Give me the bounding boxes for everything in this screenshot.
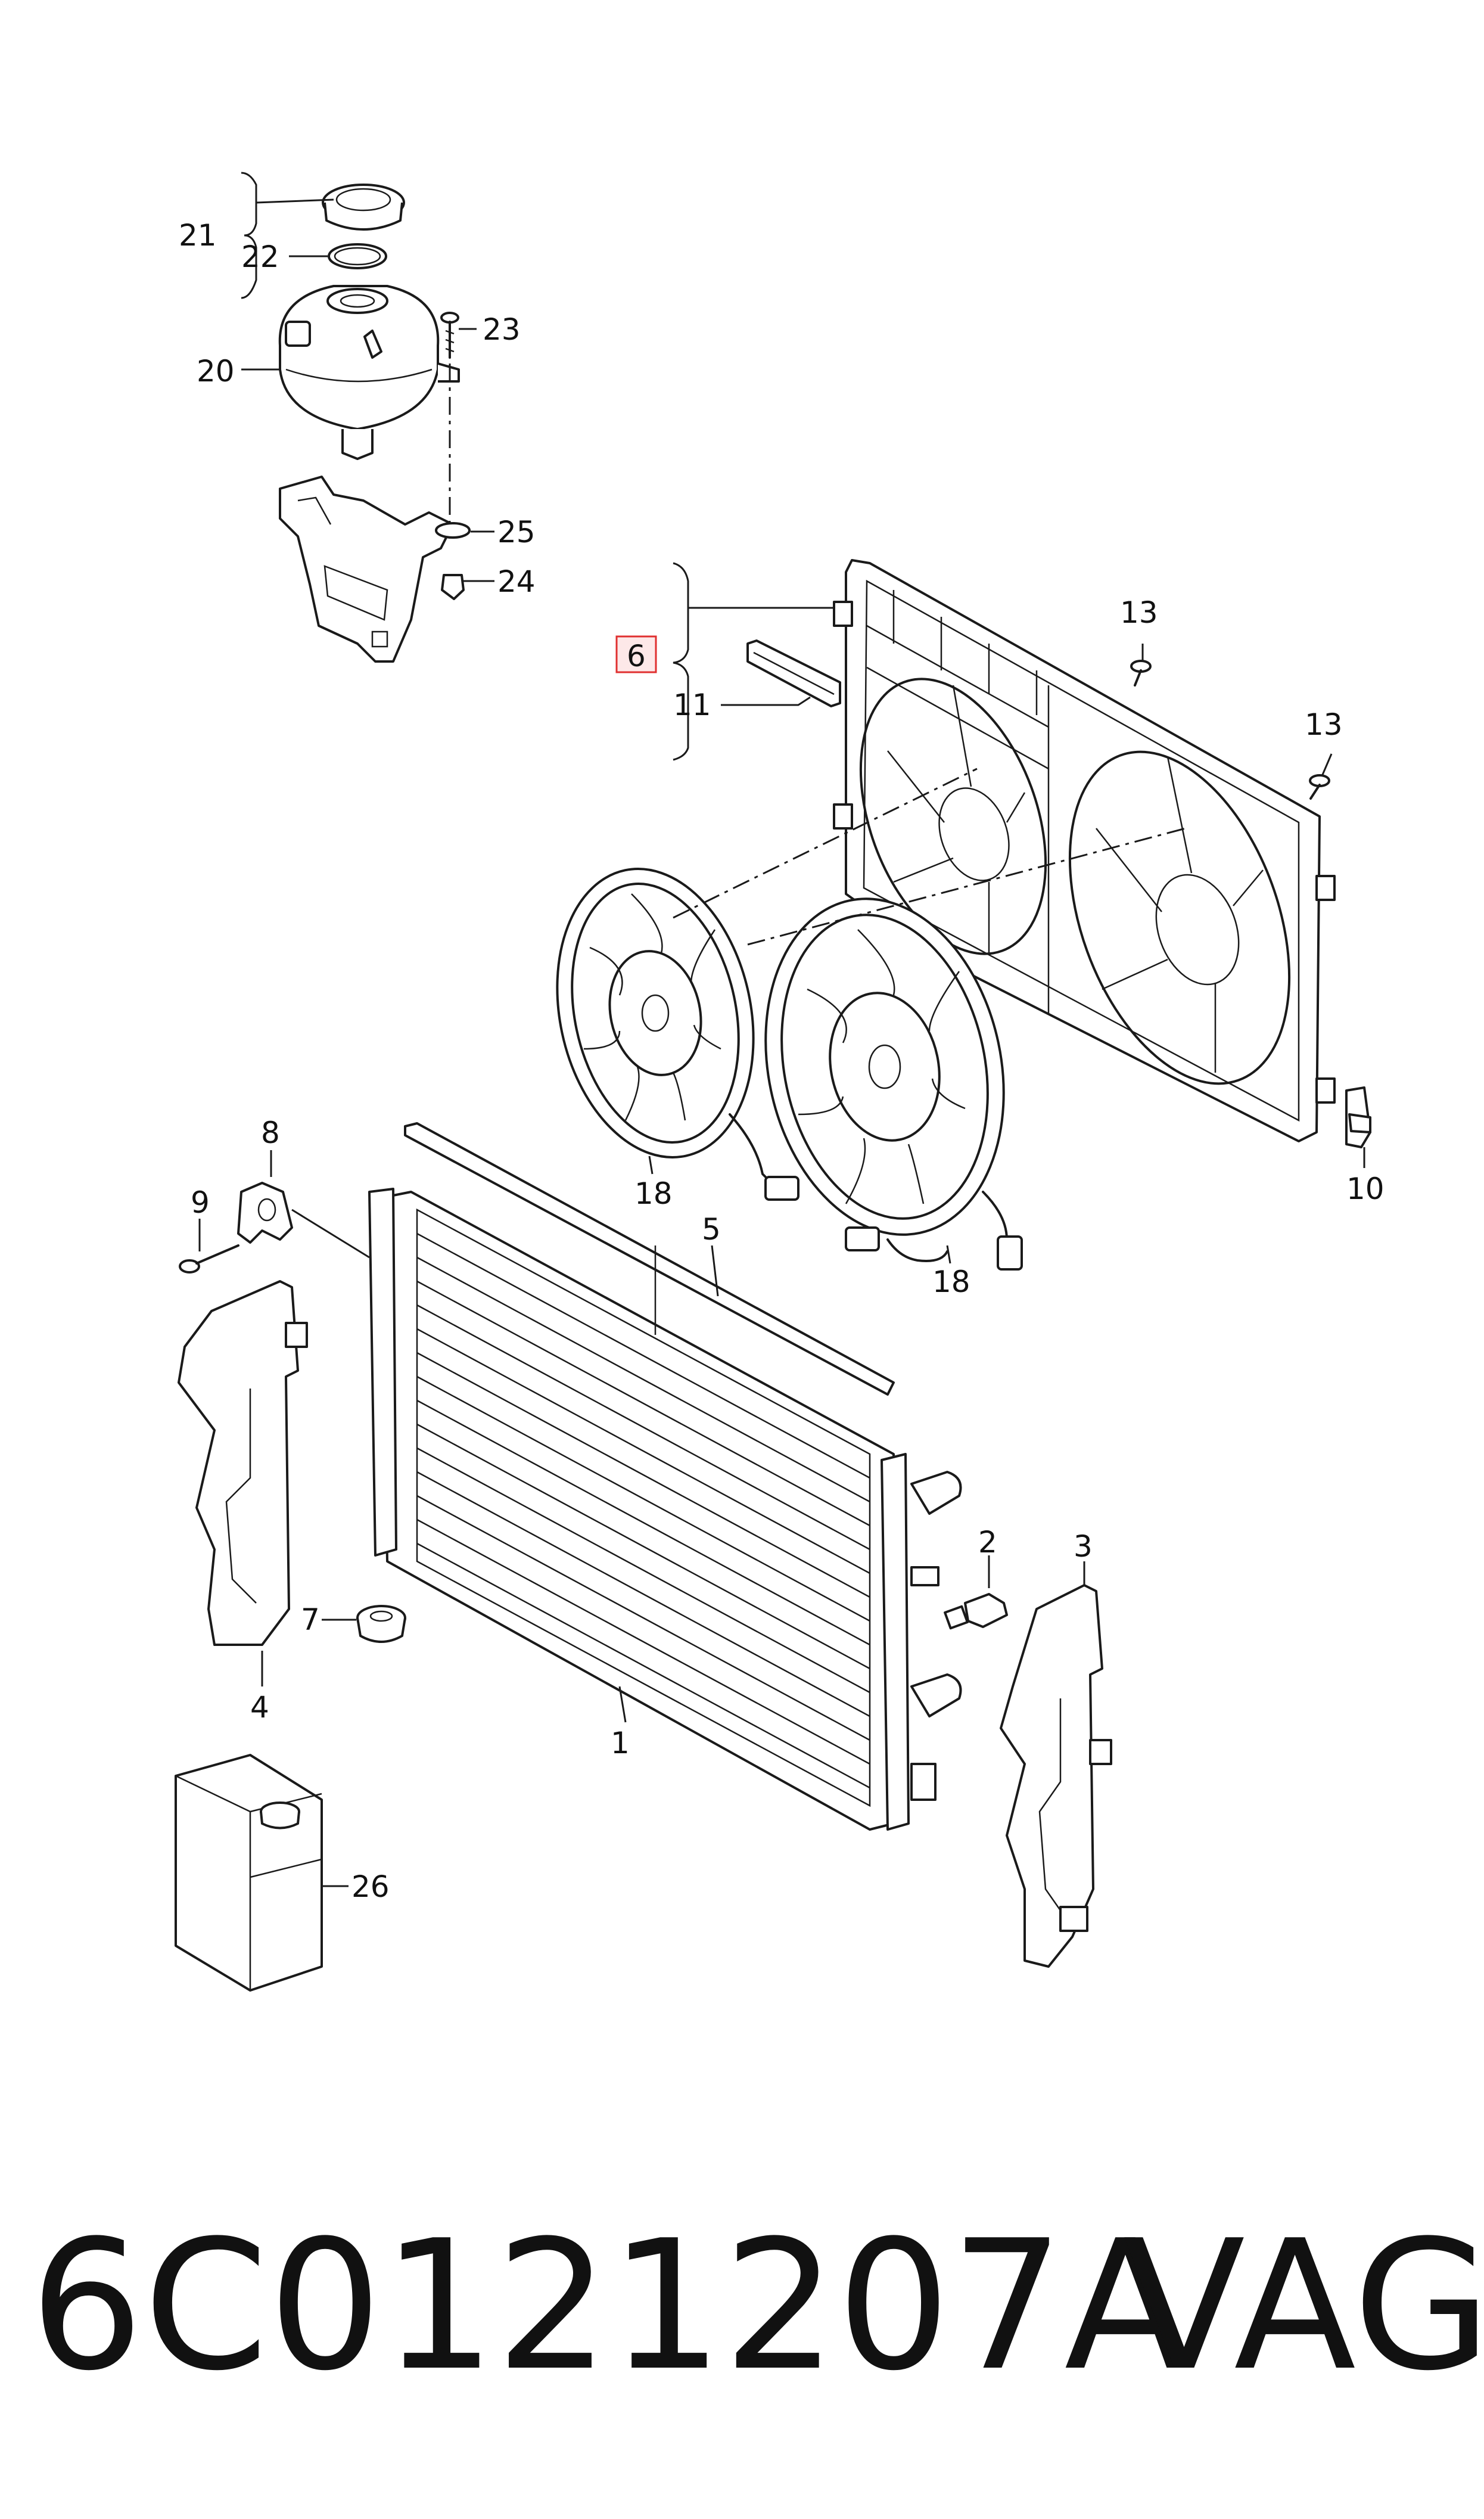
fan-left [556,868,799,1201]
callout-9: 9 [191,1185,210,1220]
seal-ring [328,243,387,269]
callout-25: 25 [497,515,536,549]
callouts: 21 22 20 23 25 24 6 11 13 13 10 18 18 5 … [179,218,1385,1904]
callout-11: 11 [673,688,711,722]
callout-24: 24 [497,564,536,599]
holder-10 [1345,1086,1371,1148]
callout-7: 7 [301,1602,320,1637]
temperature-sensor-2 [944,1593,1008,1630]
mount-8 [237,1182,293,1244]
callout-8: 8 [261,1116,280,1150]
callout-13b: 13 [1305,707,1343,742]
air-guide-4 [178,1280,308,1646]
callout-21: 21 [179,218,217,253]
callout-5: 5 [702,1212,721,1247]
clip-24 [441,574,465,600]
radiator [368,1188,962,1831]
seal-strip-5 [404,1122,895,1396]
callout-23: 23 [483,312,521,347]
exploded-parts-diagram: 21 22 20 23 25 24 6 11 13 13 10 18 18 5 … [175,172,1385,1992]
callout-6: 6 [627,639,646,673]
tank-bracket [279,476,454,663]
callout-20: 20 [197,354,235,389]
callout-22: 22 [241,240,279,274]
callout-18a: 18 [634,1176,673,1211]
washer-25 [435,522,471,539]
callout-26: 26 [351,1869,390,1904]
coolant-canister [175,1754,323,1992]
screw-9 [179,1244,239,1274]
screw-23 [440,312,459,359]
callout-4: 4 [250,1690,269,1725]
air-guide-3 [1000,1584,1112,1968]
mount-7 [356,1605,406,1643]
callout-10: 10 [1346,1172,1385,1206]
screw-13a [1130,660,1152,687]
callout-2: 2 [978,1525,997,1560]
expansion-tank-group [241,172,494,663]
fan-right [764,897,1023,1271]
screw-13b [1309,774,1330,800]
filler-cap [322,184,405,231]
callout-3: 3 [1074,1529,1093,1564]
brand-name: VAG [1123,2202,1484,2410]
callout-13a: 13 [1120,595,1158,630]
expansion-tank [278,285,460,460]
fan-shroud [833,559,1336,1142]
callout-18b: 18 [932,1265,970,1299]
callout-6-highlight [615,635,657,673]
callout-1: 1 [611,1726,630,1760]
clip-11 [746,639,841,707]
part-number: 6C0121207A [30,2202,1187,2410]
